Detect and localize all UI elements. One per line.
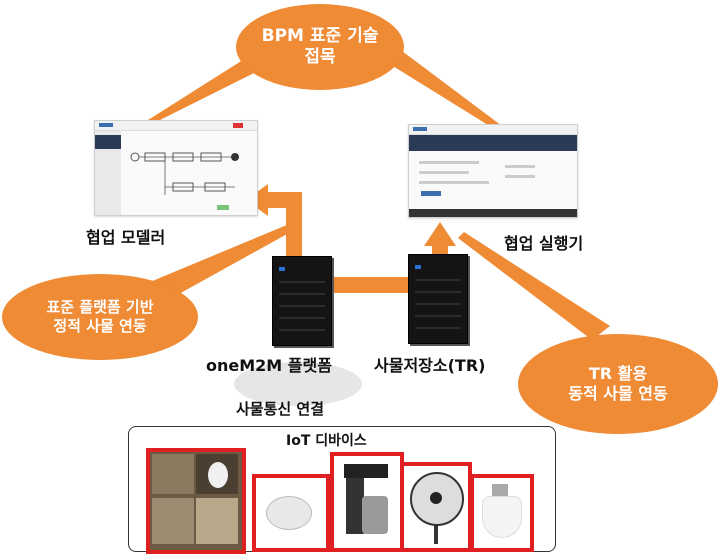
modeler-screenshot [94,120,258,216]
coffee-body [346,478,364,534]
modeler-sidebar-block [95,135,121,149]
room-cell [196,498,238,544]
executor-button [421,191,441,196]
bpm-tail-left [148,58,268,124]
executor-label: 협업 실행기 [504,234,584,253]
bulb-glass [482,496,522,538]
speaker-body [266,496,312,530]
callout-bpm: BPM 표준 기술 접목 [236,4,404,90]
server-led [415,265,421,269]
fan-center [430,492,442,504]
coffee-top [344,464,388,478]
arrow-platform-to-modeler [262,192,302,268]
callout-standard-line2: 정적 사물 연동 [53,317,147,335]
modeler-logo [99,123,113,127]
callout-tr: TR 활용 동적 사물 연동 [518,334,718,434]
bulb-base [492,484,508,496]
executor-topbar [409,125,577,135]
room-cell [152,498,194,544]
fan-pole [434,524,438,544]
executor-row [505,175,535,178]
executor-row [419,171,469,174]
server-icon-platform [272,256,332,346]
executor-row [419,181,489,184]
modeler-process-diagram [130,152,239,210]
iot-devices-title: IoT 디바이스 [286,433,367,449]
arrow-right-icon [424,222,456,246]
coffee-carafe [362,496,388,534]
iot-link-glow [234,362,362,406]
iot-link-label: 사물통신 연결 [236,400,325,418]
room-cell [152,454,194,494]
tr-tail [458,232,610,340]
executor-row [419,161,479,164]
device-bulb [470,474,534,552]
modeler-label: 협업 모델러 [86,228,166,247]
modeler-red-button [233,123,243,128]
callout-standard: 표준 플랫폼 기반 정적 사물 연동 [2,274,198,360]
server-icon-repository [408,254,468,344]
bpm-tail-right [380,48,502,130]
callout-standard-line1: 표준 플랫폼 기반 [46,298,154,317]
standard-tail [150,222,298,300]
executor-screenshot [408,124,578,218]
callout-bpm-line2: 접목 [304,47,336,67]
repository-label: 사물저장소(TR) [374,356,486,375]
callout-bpm-line1: BPM 표준 기술 [261,25,379,46]
modeler-topbar [95,121,257,131]
device-speaker [252,474,330,552]
executor-logo [413,127,427,131]
device-room-photo [146,448,246,554]
rabbit-lamp [208,462,228,488]
device-fan [400,462,472,552]
server-led [279,267,285,271]
executor-header [409,135,577,151]
executor-row [505,165,535,168]
executor-footer [409,209,577,217]
platform-label: oneM2M 플랫폼 [206,356,332,375]
callout-tr-line2: 동적 사물 연동 [568,384,668,403]
device-coffee-maker [330,452,404,552]
callout-tr-line1: TR 활용 [588,364,648,383]
